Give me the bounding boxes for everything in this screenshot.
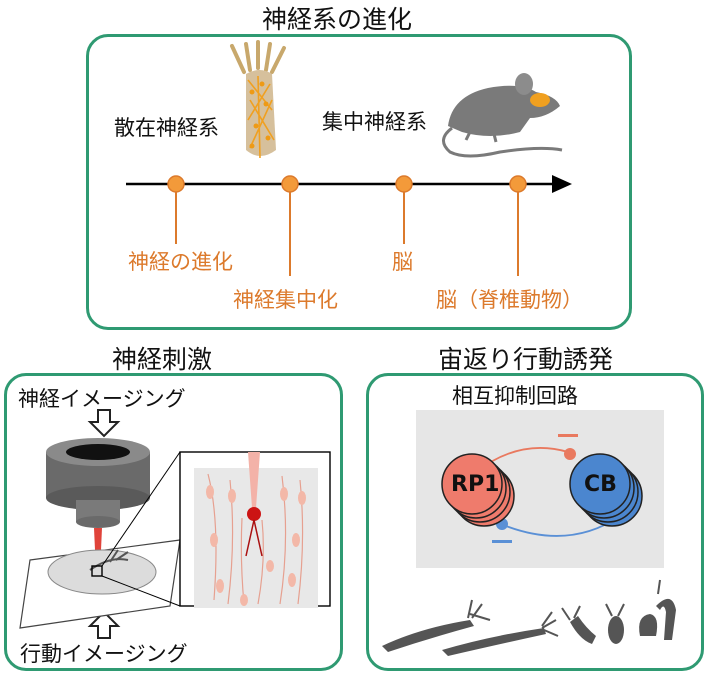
down-arrow-icon — [87, 409, 121, 438]
behavior-imaging-label: 行動イメージング — [20, 642, 188, 666]
diffuse-nervous-system-label: 散在神経系 — [114, 116, 219, 140]
milestone-centralization: 神経集中化 — [233, 288, 338, 312]
neural-imaging-label: 神経イメージング — [18, 387, 186, 411]
central-nervous-system-label: 集中神経系 — [322, 110, 427, 134]
somersault-title: 宙返り行動誘発 — [438, 345, 614, 374]
somersault-sequence-graphic — [382, 579, 676, 656]
up-arrow-icon — [87, 610, 121, 639]
stimulation-title: 神経刺激 — [112, 345, 213, 374]
cb-node — [569, 453, 643, 527]
evolution-title: 神経系の進化 — [262, 5, 413, 34]
milestone-nerve-evolution: 神経の進化 — [128, 250, 233, 274]
evolution-panel — [86, 34, 632, 330]
mutual-inhibition-label: 相互抑制回路 — [452, 384, 578, 408]
objective-lens-icon — [46, 438, 150, 528]
milestone-vertebrate-brain: 脳（脊椎動物） — [436, 288, 583, 312]
hydra-icon — [230, 40, 286, 159]
stimulation-panel — [4, 373, 343, 671]
somersault-panel — [366, 373, 704, 671]
mouse-icon — [442, 73, 563, 158]
rp1-label: RP1 — [451, 472, 500, 497]
milestone-brain: 脳 — [392, 250, 413, 274]
cb-label: CB — [584, 472, 617, 497]
rp1-node — [441, 453, 515, 527]
